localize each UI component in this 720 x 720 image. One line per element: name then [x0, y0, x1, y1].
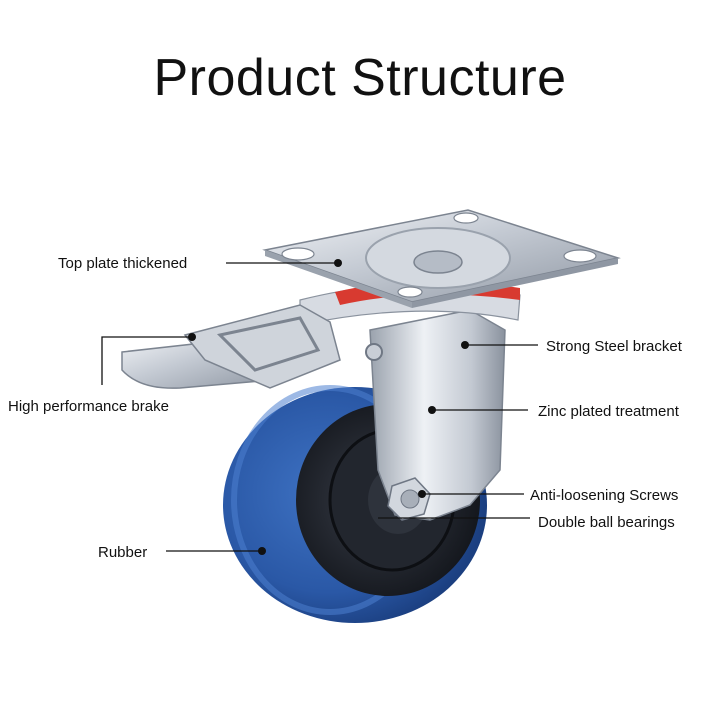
callout-line-brake	[101, 336, 192, 385]
page-title: Product Structure	[153, 49, 567, 107]
top-plate-edge-right	[412, 258, 618, 308]
callout-dot	[428, 406, 436, 414]
callout-dot	[258, 547, 266, 555]
label-bearings: Double ball bearings	[538, 514, 675, 531]
callouts	[101, 259, 538, 555]
label-brake: High performance brake	[8, 398, 169, 415]
label-zinc: Zinc plated treatment	[538, 403, 680, 420]
label-screws: Anti-loosening Screws	[530, 487, 678, 504]
mounting-hole	[397, 286, 423, 298]
callout-dot	[461, 341, 469, 349]
top-plate-edge	[265, 250, 412, 308]
mounting-hole	[563, 249, 597, 263]
label-bracket: Strong Steel bracket	[546, 338, 683, 355]
mounting-hole	[281, 247, 315, 261]
top-plate	[262, 209, 621, 308]
callout-dot	[418, 490, 426, 498]
label-rubber: Rubber	[98, 544, 147, 561]
axle-bolt-end	[400, 489, 420, 509]
brake-assembly	[121, 304, 383, 389]
callout-dot	[334, 259, 342, 267]
label-top-plate: Top plate thickened	[58, 255, 187, 272]
brake-lever	[183, 304, 341, 389]
brake-pivot-rivet	[365, 343, 383, 361]
callout-dot	[188, 333, 196, 341]
bracket-fork-leg	[369, 309, 506, 521]
mounting-hole	[453, 212, 479, 224]
brake-lever-frame	[216, 316, 321, 372]
axle-nut	[387, 477, 431, 521]
kingpin-rivet	[413, 250, 463, 274]
